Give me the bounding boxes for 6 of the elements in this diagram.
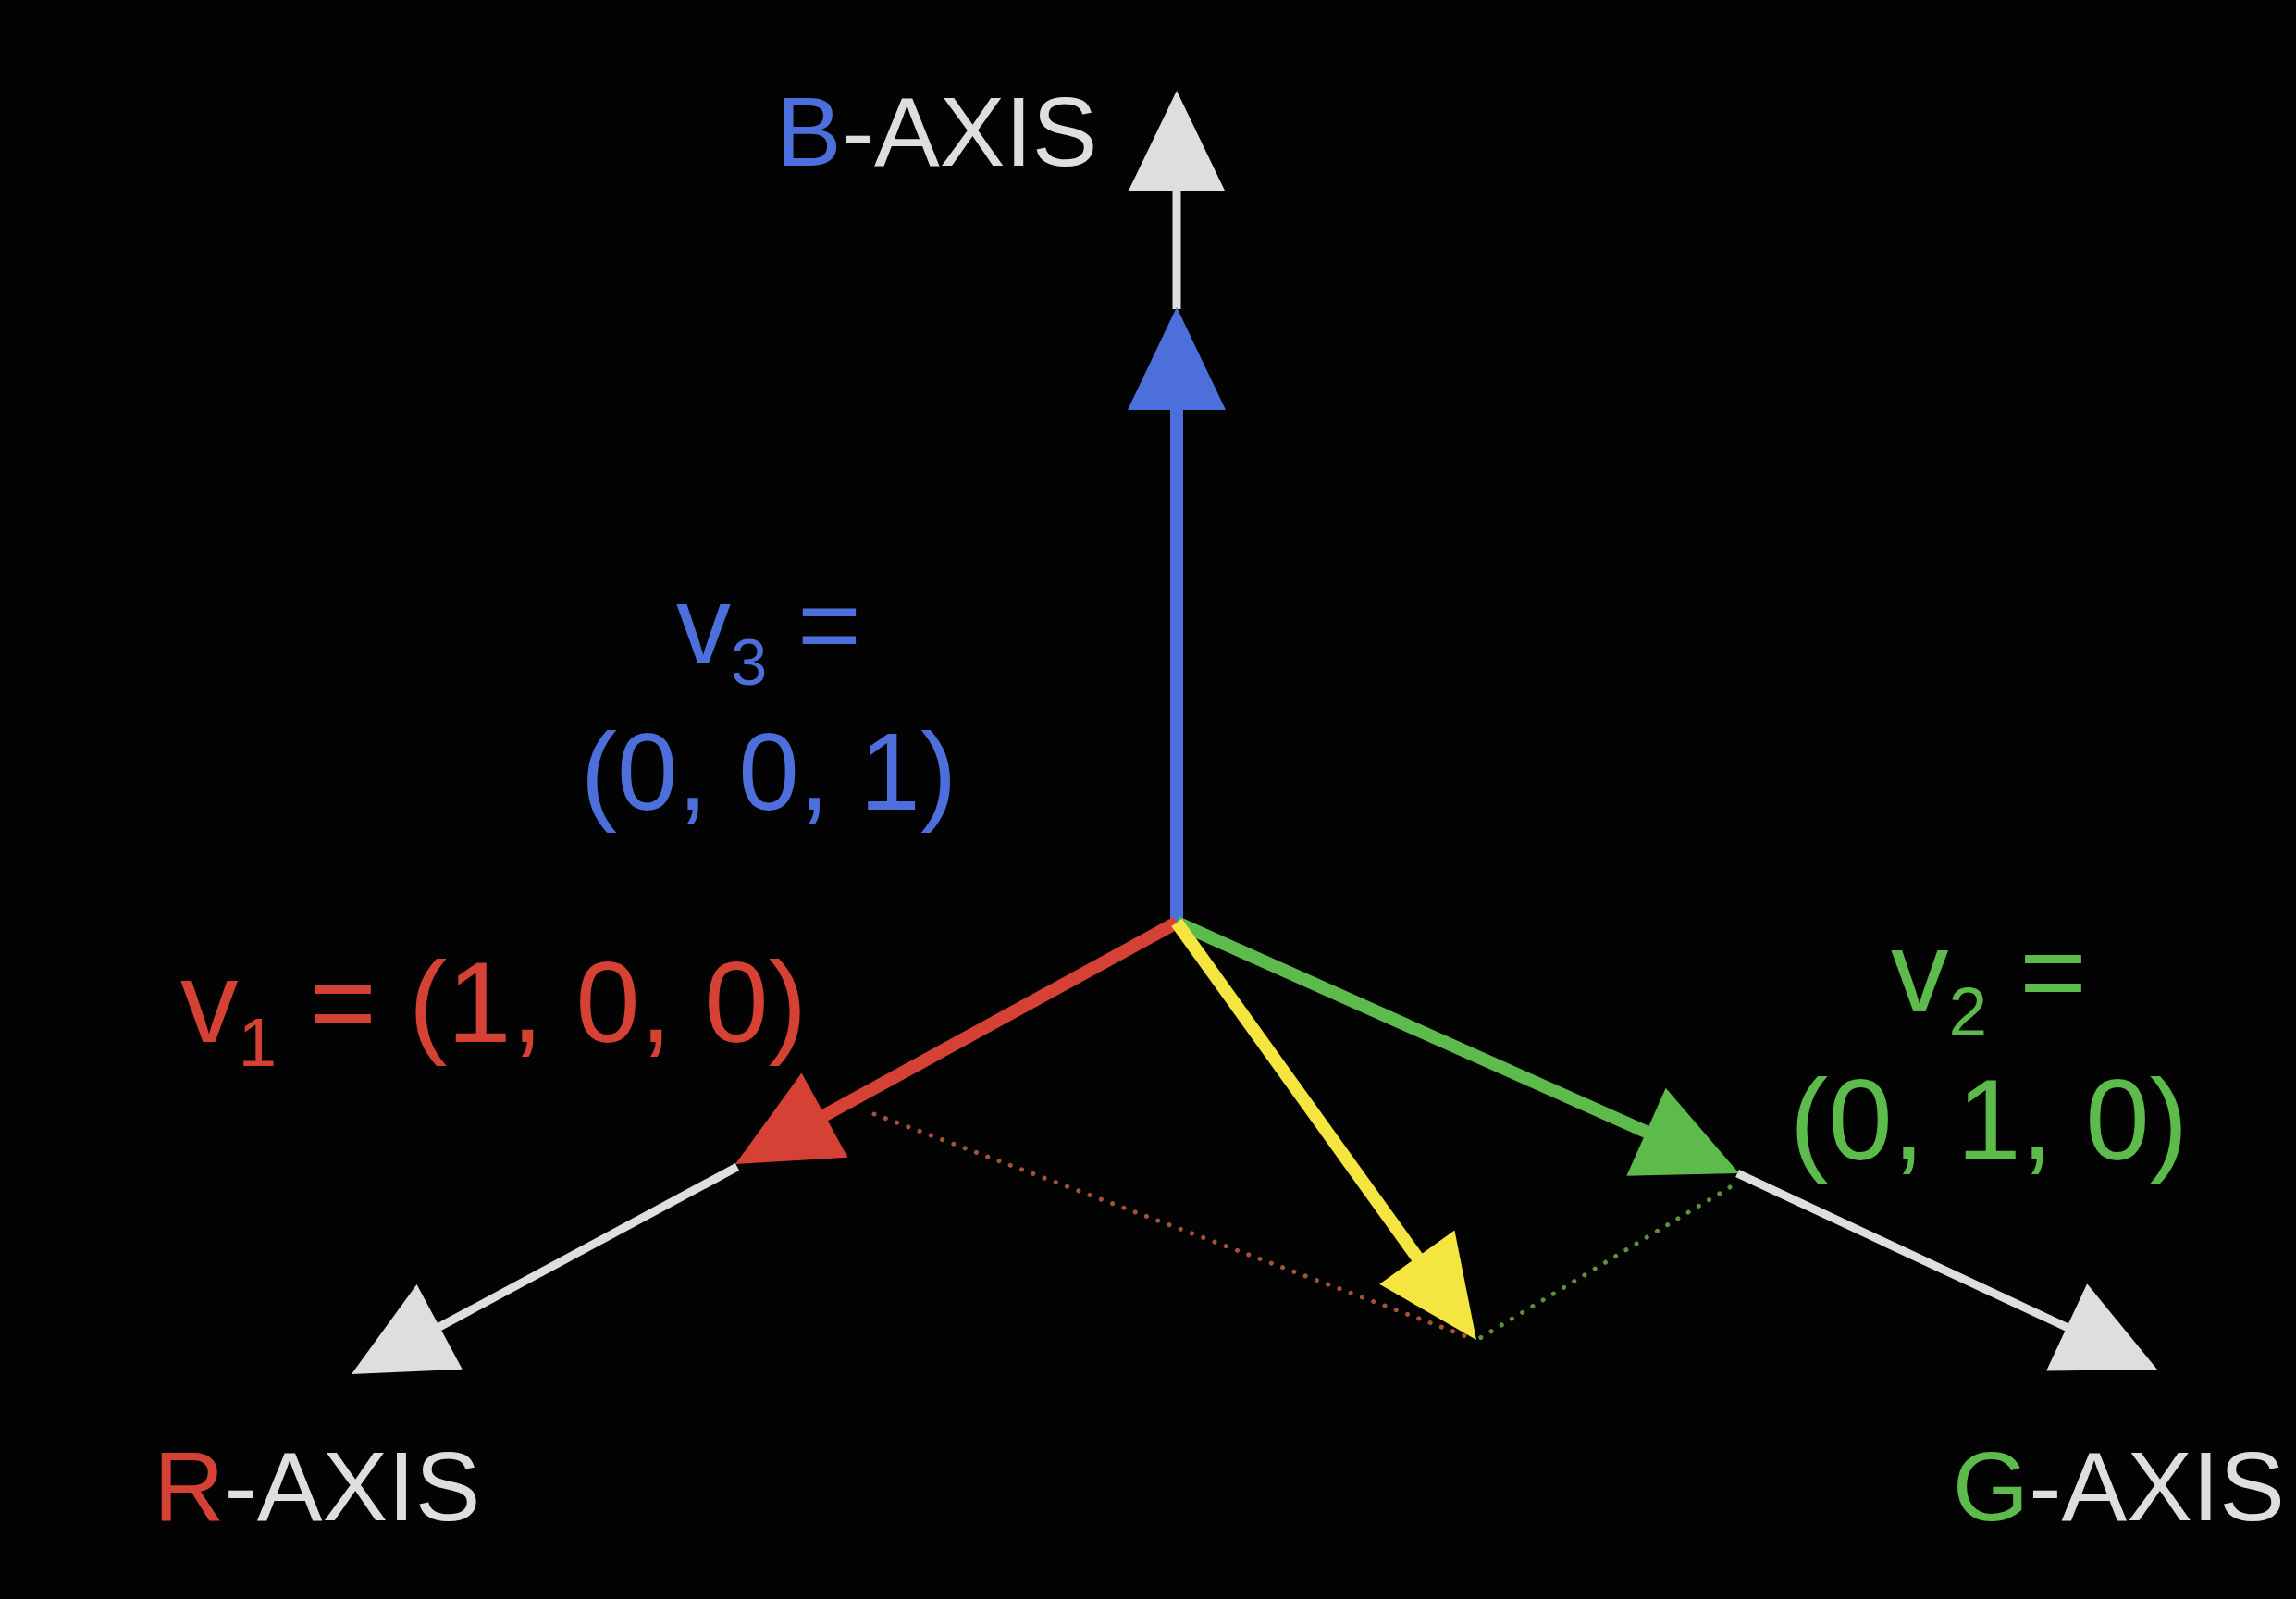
vector-label: v$_{2}$ = (0, 1, 0) [1788,906,2190,1185]
axis-label: R-AXIS [154,1437,481,1535]
axis-label: G-AXIS [1952,1437,2285,1535]
axis-label: B-AXIS [776,82,1098,180]
vector-label: v$_{1}$ = (1, 0, 0) [180,936,808,1081]
vector-label: v$_{3}$ = (0, 0, 1) [579,563,958,836]
